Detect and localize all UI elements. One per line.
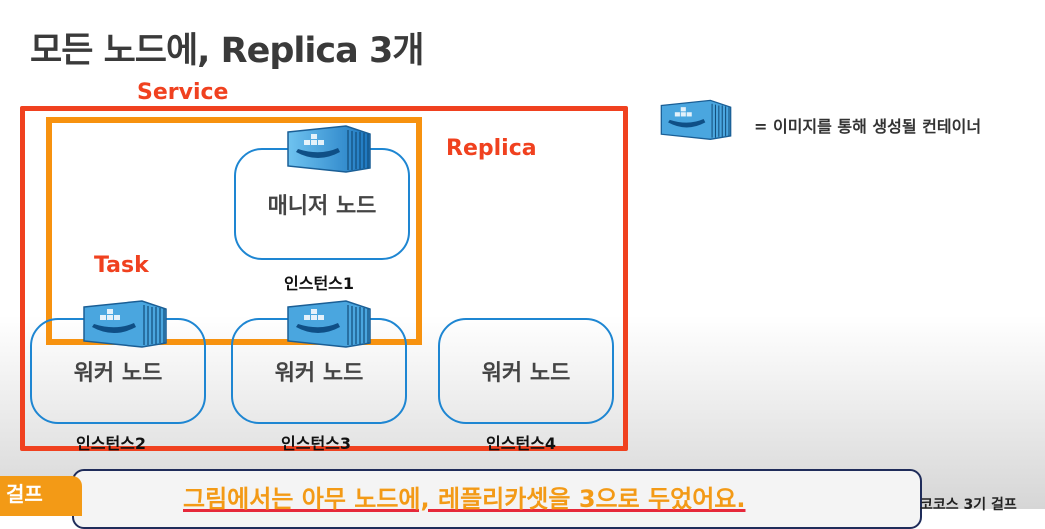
caption-speaker-label: 걸프	[6, 482, 43, 506]
instance-1-label: 인스턴스1	[284, 274, 355, 293]
instance-2-label: 인스턴스2	[76, 434, 147, 453]
service-frame	[20, 106, 628, 451]
task-label: Task	[94, 253, 149, 278]
docker-container-icon	[287, 300, 371, 348]
worker-node-4: 워커 노드	[438, 318, 614, 424]
corner-watermark: 코코스 3기 걸프	[920, 497, 1017, 513]
legend-container-icon	[660, 99, 732, 140]
page-title: 모든 노드에, Replica 3개	[30, 31, 425, 71]
instance-4-label: 인스턴스4	[486, 434, 557, 453]
service-label: Service	[137, 80, 229, 105]
replica-label: Replica	[446, 136, 537, 161]
docker-container-icon	[287, 125, 371, 173]
docker-container-icon	[83, 300, 167, 348]
legend-text: = 이미지를 통해 생성될 컨테이너	[754, 117, 982, 136]
caption-text: 그림에서는 아무 노드에, 레플리카셋을 3으로 두었어요.	[183, 485, 746, 513]
instance-3-label: 인스턴스3	[281, 434, 352, 453]
worker-node-2: 워커 노드	[30, 318, 206, 424]
manager-node: 매니저 노드	[234, 148, 410, 260]
